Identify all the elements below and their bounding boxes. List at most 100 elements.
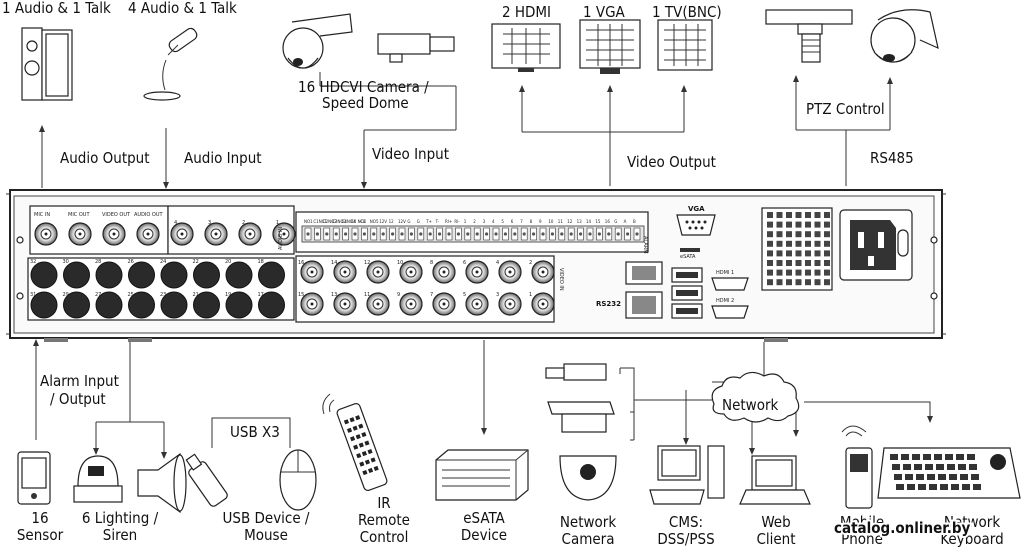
bnc-number: 20 [225,259,231,265]
hdcvi-camera-label: 16 HDCVI Camera / [298,78,429,96]
bnc-cap [128,261,155,289]
usb-drive-icon [185,453,228,507]
mouse-icon [279,449,317,511]
ptz-dome-camera-icon [870,9,939,63]
terminal-label: 4 [492,219,495,224]
terminal-label: 12 [567,219,573,224]
bnc-number: 26 [128,259,134,265]
bnc-number: 22 [193,259,199,265]
bnc-number: 28 [95,259,101,265]
usb-x3-label: USB X3 [230,423,280,441]
device-label: USB Device / [223,509,310,527]
bnc-number: 2 [242,220,245,226]
hdmi-monitor-icon [491,23,561,72]
bnc-number: 1 [529,292,532,298]
remote-control-icon [322,393,388,491]
bnc-number: 29 [63,292,69,298]
bnc-cap [258,261,285,289]
terminal-label: 12V [379,219,387,224]
terminal-label: 8 [530,219,533,224]
terminal-label: C3NO3 [332,219,346,224]
bnc-cap [160,291,188,319]
tv-label: 1 TV(BNC) [652,3,722,21]
alarm-input-label: Alarm Input [40,372,119,390]
bnc-number: 9 [397,292,400,298]
device-label: eSATA [463,509,505,527]
device-label: 6 Lighting / [82,509,159,527]
bnc-number: 24 [160,259,166,265]
bnc-cap [30,261,58,289]
device-label: Keyboard [940,530,1003,548]
device-label: IR [377,494,390,512]
terminal-label: B [633,219,636,224]
terminal-label: 9 [539,219,542,224]
device-label: Mobile [840,513,884,531]
alarm-panel-label: ALARM [642,236,648,254]
device-label: 16 [31,509,48,527]
bnc-number: 6 [463,260,466,266]
device-label: Remote [358,511,410,529]
tv-monitor-icon [657,19,713,71]
bnc-number: 27 [95,292,101,298]
video-in-label: VIDEO IN [558,268,564,291]
speaker-icon [21,27,73,101]
bnc-number: 32 [30,259,36,265]
bnc-number: 16 [298,260,304,266]
hdmi1-label: HDMI 1 [716,270,734,276]
bnc-number: 5 [463,292,466,298]
terminal-label: 16 [605,219,611,224]
bnc-number: 7 [430,292,433,298]
device-label: Network [944,513,1001,531]
bnc-number: 4 [174,220,177,226]
esata-port-label: eSATA [680,254,696,260]
terminal-label: 10 [548,219,554,224]
audio-4-talk-label: 4 Audio & 1 Talk [128,0,237,17]
device-label: Mouse [244,526,288,544]
terminal-label: G [407,219,410,224]
bnc-cap [193,261,220,289]
bnc-number: 19 [225,292,231,298]
rs232-label: RS232 [596,300,621,308]
terminal-label: 1 [464,219,467,224]
sensor-icon [17,451,51,505]
network-keyboard-icon [877,447,1021,499]
device-label: DSS/PSS [657,530,714,548]
box-camera-icon [377,33,455,63]
bnc-cap [160,261,188,289]
terminal-label: A [624,219,627,224]
bnc-number: 25 [128,292,134,298]
bnc-cap [95,261,123,289]
terminal-label: 14 [586,219,592,224]
alarm-light-icon [73,455,123,503]
bnc-number: 3 [208,220,211,226]
bnc-number: 13 [331,292,337,298]
audio-output-label: Audio Output [60,149,150,167]
device-label: Sensor [17,526,64,544]
terminal-label: 3 [483,219,486,224]
terminal-label: G [614,219,617,224]
terminal-label: NO5 [370,219,379,224]
cms-computer-icon [649,445,725,505]
video-out-label: VIDEO OUT [102,212,131,218]
device-label: Control [360,528,409,546]
terminal-label: 13 [577,219,583,224]
laptop-icon [739,455,811,505]
bnc-number: 8 [430,260,433,266]
terminal-label: C4 NC4 [351,219,366,224]
audio-in-label: AUDIO IN [278,227,284,250]
network-label: Network [722,396,779,414]
ptz-camera-icon [765,9,853,63]
terminal-label: C4NO4 [342,219,356,224]
video-output-label: Video Output [627,153,716,171]
bnc-number: 12 [364,260,370,266]
vga-port-label: VGA [688,205,705,213]
terminal-label: 11 [558,219,564,224]
siren-icon [137,452,187,514]
bnc-number: 2 [529,260,532,266]
hdmi-label: 2 HDMI [502,3,551,21]
bnc-number: 17 [258,292,264,298]
bnc-number: 1 [276,220,279,226]
bnc-number: 31 [30,292,36,298]
bnc-cap [193,291,220,319]
video-input-label: Video Input [372,145,449,163]
